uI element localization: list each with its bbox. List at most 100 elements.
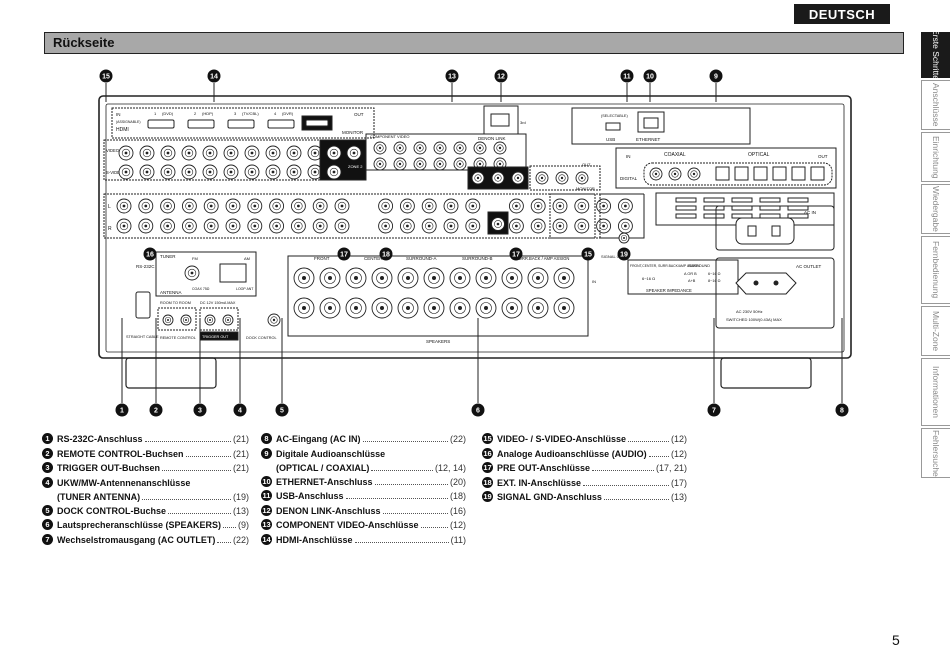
- legend-text: SIGNAL GND-Anschluss(13): [497, 490, 687, 504]
- legend-label: VIDEO- / S-VIDEO-Anschlüsse: [497, 434, 627, 444]
- usb-label: USB: [606, 137, 615, 142]
- jack-pin: [253, 204, 257, 208]
- jack-pin: [449, 224, 453, 228]
- legend-label: RS-232C-Anschluss: [57, 434, 143, 444]
- jack-pin: [536, 224, 540, 228]
- jack-pin: [476, 176, 480, 180]
- hdmi-out-port: [305, 119, 329, 127]
- jack-pin: [384, 204, 387, 208]
- jack-pin: [432, 306, 436, 310]
- jack-pin: [558, 224, 562, 228]
- side-tab[interactable]: Informationen: [921, 358, 950, 426]
- jack-ring: [577, 201, 586, 211]
- optical-port: [734, 166, 749, 181]
- ac-outlet-pin: [773, 280, 779, 286]
- jack-ring: [402, 302, 414, 314]
- legend-number-badge: 1: [42, 433, 53, 444]
- callout-number: 15: [102, 74, 110, 81]
- callout-number: 13: [448, 74, 456, 81]
- legend-text: USB-Anschluss(18): [276, 489, 466, 503]
- jack-ring: [416, 144, 424, 152]
- hdmi-label: HDMI: [116, 127, 129, 133]
- callout-number: 15: [584, 252, 592, 259]
- jack-pin: [352, 151, 356, 155]
- jack-pin: [122, 204, 126, 208]
- jack-ring: [436, 144, 444, 152]
- side-tab-label: Multi-Zone: [931, 310, 941, 352]
- jack-ring: [555, 221, 565, 231]
- legend-number-badge: 18: [482, 476, 493, 488]
- legend-line: EXT. IN-Anschlüsse(17): [497, 476, 687, 490]
- legend-line: RS-232C-Anschluss(21): [57, 432, 249, 446]
- straight-cable-label: STRAIGHT CABLE: [126, 335, 159, 339]
- leader-dots: [168, 512, 231, 514]
- jack-pin: [229, 151, 233, 155]
- rs232c-port: [135, 291, 151, 319]
- side-tab[interactable]: Fehlersuche: [921, 428, 950, 478]
- jack-ring: [494, 174, 502, 182]
- page-number: 5: [892, 632, 900, 648]
- legend-line: Analoge Audioanschlüsse (AUDIO)(12): [497, 447, 687, 461]
- side-tab[interactable]: Fernbedienung: [921, 236, 950, 304]
- ac-in-area: [715, 205, 835, 251]
- callout-badge: [620, 69, 634, 83]
- am-label: AM: [244, 256, 250, 261]
- jack-pin: [406, 306, 410, 310]
- callout-badge: [275, 403, 289, 417]
- usb-selectable-label: (SELECTABLE): [601, 114, 628, 118]
- side-tab-label: Erste Schritte: [931, 29, 941, 81]
- legend-text: RS-232C-Anschluss(21): [57, 432, 249, 446]
- jack-ring: [205, 148, 215, 158]
- dock-control-label: DOCK CONTROL: [246, 336, 277, 340]
- component-video-label: COMPONENT VIDEO: [370, 134, 410, 139]
- jack-ring: [207, 201, 216, 211]
- side-tab[interactable]: Anschlüsse: [921, 80, 950, 130]
- jack-ring: [329, 167, 339, 177]
- jack-ring: [121, 167, 131, 177]
- side-tab[interactable]: Einrichtung: [921, 132, 950, 182]
- legend-page-ref: (11): [450, 534, 466, 545]
- callout-number: 1: [120, 408, 124, 415]
- jack-pin: [478, 162, 482, 166]
- speaker-impedance-box: [627, 259, 739, 295]
- callout-badge: [149, 403, 163, 417]
- jack-ring: [376, 160, 384, 168]
- hdmi-port: [227, 119, 255, 129]
- legend-label: REMOTE CONTROL-Buchsen: [57, 448, 184, 459]
- jack-pin: [275, 224, 278, 228]
- jack-pin: [209, 204, 213, 208]
- callout-number: 6: [476, 408, 480, 415]
- rear-panel-diagram: INHDMI(ASSIGNABLE)1(DVD)2(HDP)3(TV/CBL)4…: [98, 69, 852, 417]
- jack-ring: [310, 167, 320, 177]
- jack-pin: [623, 237, 625, 239]
- legend-text: DENON LINK-Anschluss(16): [276, 504, 466, 518]
- impedance-surround-label: SURROUND: [688, 264, 710, 268]
- jack-pin: [496, 222, 500, 226]
- jack-pin: [378, 146, 382, 150]
- jack-ring: [555, 201, 565, 211]
- hdmi-input-label: (DVD): [162, 111, 174, 116]
- side-tab[interactable]: Wiedergabe: [921, 184, 950, 234]
- callout-number: 8: [840, 408, 844, 415]
- side-tab[interactable]: Multi-Zone: [921, 306, 950, 356]
- jack-ring: [476, 144, 484, 152]
- jack-ring: [512, 201, 521, 211]
- hdmi-port: [267, 119, 295, 129]
- jack-ring: [294, 201, 303, 211]
- callout-badge: [143, 247, 157, 261]
- jack-pin: [302, 276, 306, 280]
- digital-callout-outline: [643, 162, 833, 186]
- legend-number-badge: 10: [261, 475, 272, 487]
- hdmi-block: [111, 107, 375, 139]
- jack-pin: [271, 151, 275, 155]
- ext-in-block: [549, 193, 596, 239]
- side-tab[interactable]: Erste Schritte: [921, 29, 950, 81]
- jack-pin: [328, 306, 332, 310]
- jack-ring: [468, 221, 477, 231]
- jack-pin: [253, 224, 257, 228]
- jack-pin: [406, 204, 409, 208]
- jack-pin: [536, 306, 540, 310]
